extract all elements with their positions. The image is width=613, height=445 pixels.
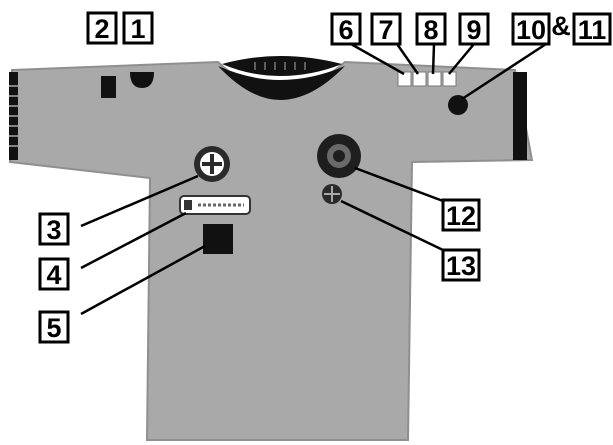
name-tag-icon (180, 196, 250, 214)
callout-4: 4 (40, 259, 68, 290)
callout-13: 13 (443, 250, 479, 281)
badge-6-tab (398, 72, 411, 86)
callout-1: 1 (124, 13, 152, 44)
callout-9-text: 9 (466, 15, 481, 45)
callout-7-text: 7 (378, 15, 393, 45)
callout-3: 3 (40, 214, 68, 245)
callout-12: 12 (443, 200, 479, 231)
callout-2: 2 (88, 13, 116, 44)
callout-ampersand-text: & (551, 11, 571, 41)
square-patch-icon (203, 224, 233, 254)
callout-9: 9 (460, 14, 488, 45)
callout-8: 8 (417, 14, 445, 45)
callout-4-text: 4 (46, 260, 61, 290)
callout-3-text: 3 (46, 215, 61, 245)
callout-10-text: 10 (516, 15, 546, 45)
callout-13-text: 13 (446, 251, 476, 281)
callout-7: 7 (372, 14, 400, 45)
round-badge-icon (194, 146, 230, 182)
badge-8-tab (428, 72, 441, 86)
callout-2-text: 2 (94, 14, 109, 44)
badge-12-emblem (317, 134, 361, 178)
right-sleeve-band (513, 72, 527, 160)
callout-10-11: 10 & 11 (513, 11, 610, 45)
callout-6-text: 6 (338, 15, 353, 45)
callout-5: 5 (40, 312, 68, 343)
badge-2-patch (101, 76, 116, 98)
callout-8-text: 8 (423, 15, 438, 45)
collar-ring (222, 56, 342, 76)
callout-6: 6 (332, 14, 360, 45)
badge-7-tab (413, 72, 426, 86)
callout-11-text: 11 (578, 15, 607, 45)
callout-12-text: 12 (446, 201, 476, 231)
badge-13-emblem (322, 184, 342, 204)
callout-1-text: 1 (130, 14, 145, 44)
callout-5-text: 5 (46, 313, 61, 343)
